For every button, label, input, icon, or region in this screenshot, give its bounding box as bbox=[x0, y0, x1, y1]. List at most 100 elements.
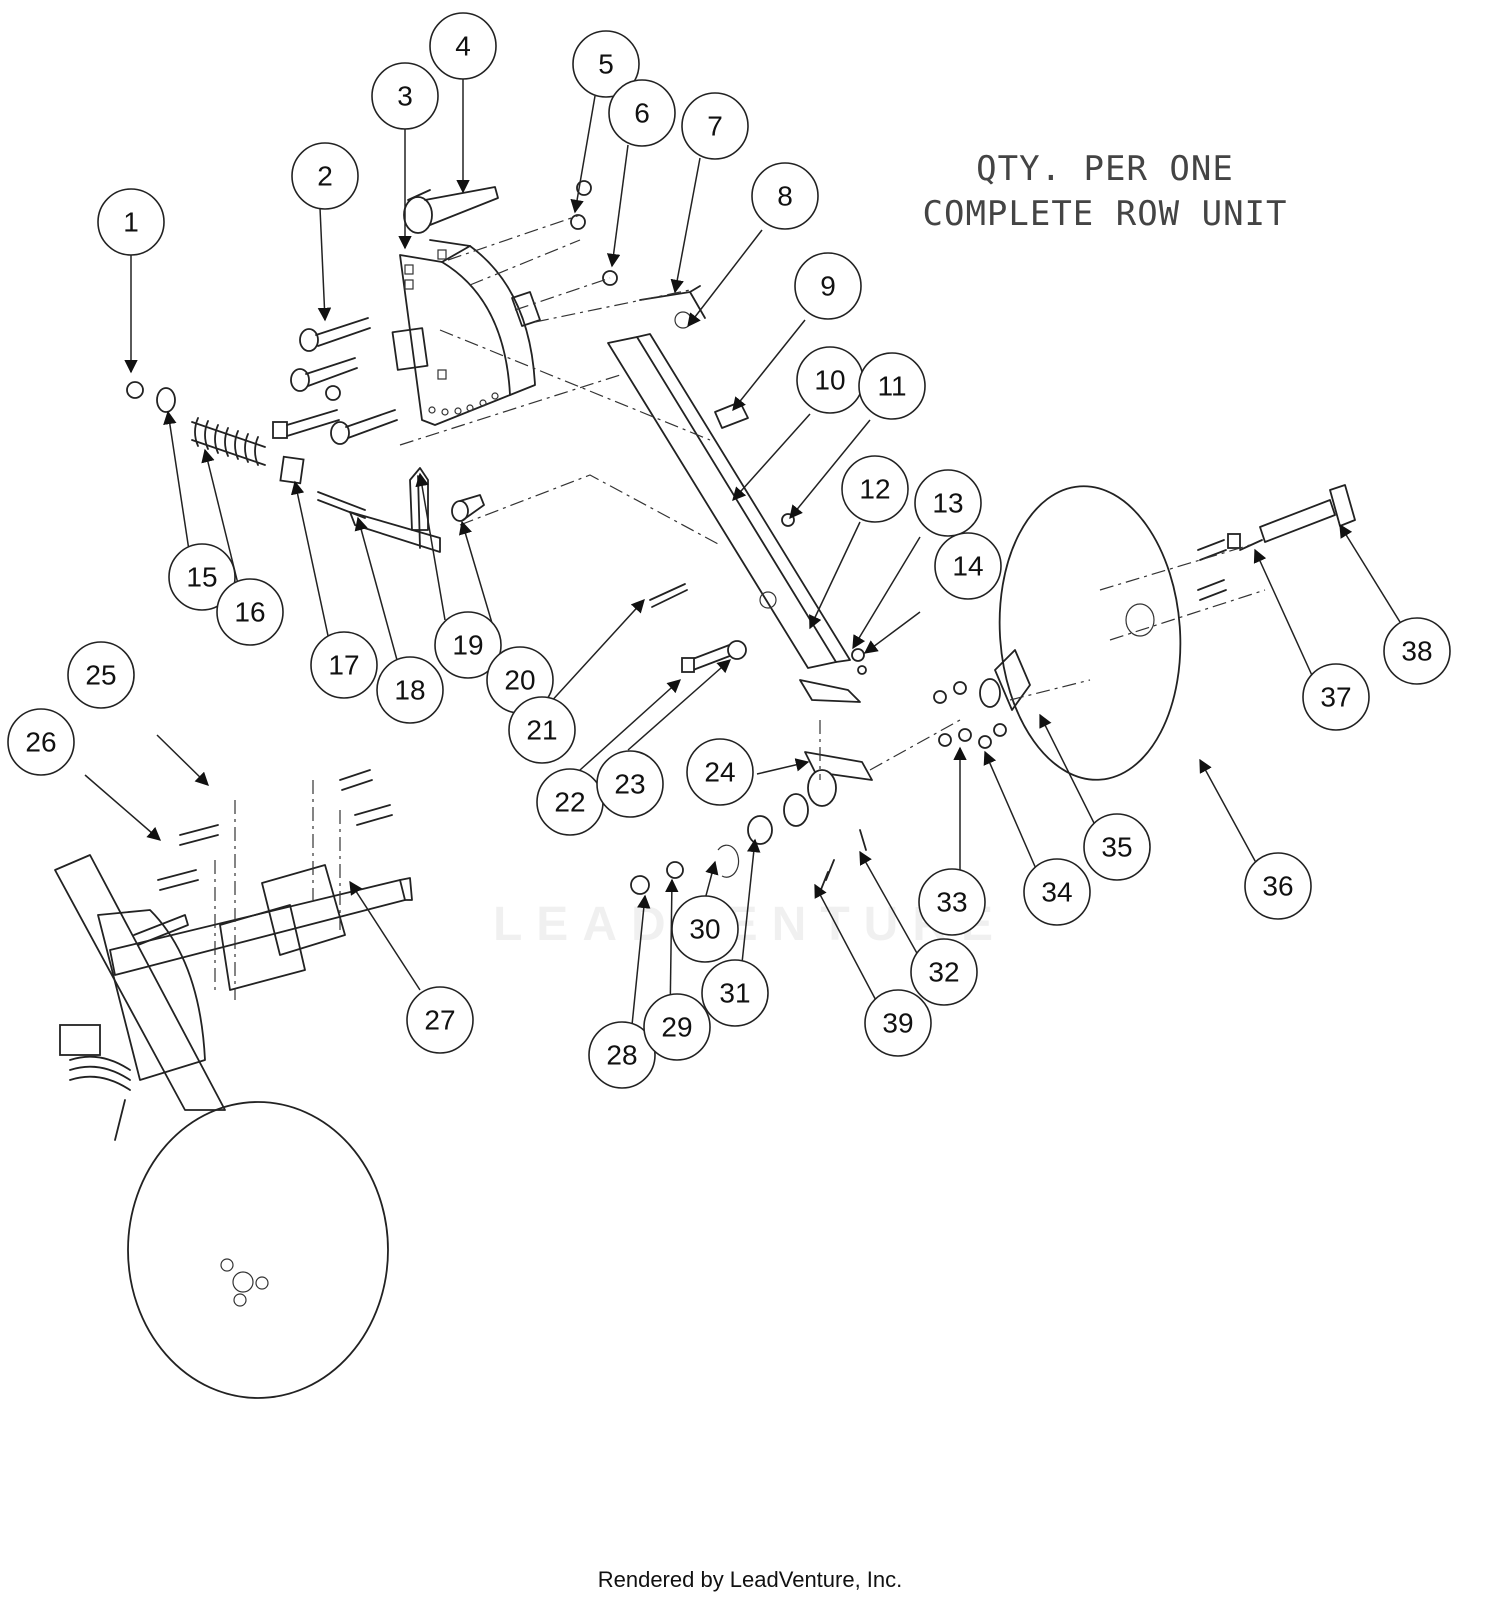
leader-lines bbox=[84, 78, 1401, 1046]
callout-28: 28 bbox=[588, 1021, 656, 1089]
callout-7: 7 bbox=[681, 92, 749, 160]
callout-12: 12 bbox=[841, 455, 909, 523]
callout-14: 14 bbox=[934, 532, 1002, 600]
callout-number: 8 bbox=[777, 181, 793, 212]
callout-9: 9 bbox=[794, 252, 862, 320]
callout-1: 1 bbox=[97, 188, 165, 256]
callout-circle bbox=[596, 750, 664, 818]
watermark: LEADVENTURE bbox=[493, 898, 1007, 951]
callout-circle bbox=[914, 469, 982, 537]
callout-number: 20 bbox=[504, 665, 535, 696]
quantity-note-line-2: COMPLETE ROW UNIT bbox=[923, 194, 1288, 234]
callout-38: 38 bbox=[1383, 617, 1451, 685]
callout-30: 30 bbox=[671, 895, 739, 963]
callout-number: 17 bbox=[328, 650, 359, 681]
callout-17: 17 bbox=[310, 631, 378, 699]
callout-number: 5 bbox=[598, 49, 614, 80]
callout-number: 4 bbox=[455, 31, 471, 62]
callout-circle bbox=[608, 79, 676, 147]
callout-circle bbox=[934, 532, 1002, 600]
callout-5: 5 bbox=[572, 30, 640, 98]
hub-bracket bbox=[630, 648, 873, 895]
shank-tube bbox=[607, 333, 861, 703]
parts-artwork bbox=[126, 180, 1356, 895]
callout-15: 15 bbox=[168, 543, 236, 611]
callout-circle bbox=[508, 696, 576, 764]
coulter-disc bbox=[998, 485, 1182, 781]
callout-22: 22 bbox=[536, 768, 604, 836]
hair-pin bbox=[639, 285, 706, 329]
callout-6: 6 bbox=[608, 79, 676, 147]
callout-number: 38 bbox=[1401, 636, 1432, 667]
callout-circle bbox=[291, 142, 359, 210]
callout-circle bbox=[1383, 617, 1451, 685]
callout-21: 21 bbox=[508, 696, 576, 764]
callout-number: 1 bbox=[123, 207, 139, 238]
callout-34: 34 bbox=[1023, 858, 1091, 926]
callout-number: 22 bbox=[554, 787, 585, 818]
callout-circle bbox=[376, 656, 444, 724]
callout-number: 19 bbox=[452, 630, 483, 661]
callout-number: 34 bbox=[1041, 877, 1072, 908]
callout-number: 28 bbox=[606, 1040, 637, 1071]
callout-11: 11 bbox=[858, 352, 926, 420]
callout-number: 37 bbox=[1320, 682, 1351, 713]
callout-number: 35 bbox=[1101, 832, 1132, 863]
callout-circle bbox=[310, 631, 378, 699]
pivot-pin bbox=[403, 186, 499, 234]
callout-19: 19 bbox=[434, 611, 502, 679]
callout-circle bbox=[429, 12, 497, 80]
callout-27: 27 bbox=[406, 986, 474, 1054]
callout-24: 24 bbox=[686, 738, 754, 806]
callout-circle bbox=[371, 62, 439, 130]
callout-10: 10 bbox=[796, 346, 864, 414]
mount-bracket bbox=[391, 239, 536, 426]
callout-4: 4 bbox=[429, 12, 497, 80]
callout-37: 37 bbox=[1302, 663, 1370, 731]
callout-circle bbox=[681, 92, 749, 160]
callout-29: 29 bbox=[643, 993, 711, 1061]
axle-bolt bbox=[1197, 484, 1356, 601]
callout-circle bbox=[434, 611, 502, 679]
callout-number: 23 bbox=[614, 769, 645, 800]
callout-35: 35 bbox=[1083, 813, 1151, 881]
callout-number: 14 bbox=[952, 551, 983, 582]
callout-circle bbox=[572, 30, 640, 98]
callout-number: 32 bbox=[928, 957, 959, 988]
callout-13: 13 bbox=[914, 469, 982, 537]
callout-circle bbox=[701, 959, 769, 1027]
callout-circle bbox=[858, 352, 926, 420]
callout-18: 18 bbox=[376, 656, 444, 724]
callout-circle bbox=[588, 1021, 656, 1089]
callout-circle bbox=[1023, 858, 1091, 926]
callout-circle bbox=[67, 641, 135, 709]
callout-number: 18 bbox=[394, 675, 425, 706]
callout-number: 2 bbox=[317, 161, 333, 192]
callout-number: 29 bbox=[661, 1012, 692, 1043]
callout-8: 8 bbox=[751, 162, 819, 230]
callout-25: 25 bbox=[67, 641, 135, 709]
callout-circle bbox=[643, 993, 711, 1061]
callout-number: 36 bbox=[1262, 871, 1293, 902]
callout-circle bbox=[794, 252, 862, 320]
quantity-note-line-1: QTY. PER ONE bbox=[976, 149, 1234, 189]
footer-credit: Rendered by LeadVenture, Inc. bbox=[598, 1567, 903, 1592]
callout-number: 33 bbox=[936, 887, 967, 918]
callout-circle bbox=[1083, 813, 1151, 881]
callout-circle bbox=[1244, 852, 1312, 920]
callout-circle bbox=[841, 455, 909, 523]
callout-circle bbox=[686, 738, 754, 806]
callout-number: 6 bbox=[634, 98, 650, 129]
callout-number: 9 bbox=[820, 271, 836, 302]
disc-hub bbox=[933, 649, 1031, 749]
callout-16: 16 bbox=[216, 578, 284, 646]
callout-circle bbox=[918, 868, 986, 936]
callout-number: 13 bbox=[932, 488, 963, 519]
assembled-row-unit bbox=[54, 769, 413, 1399]
callout-circle bbox=[216, 578, 284, 646]
callout-39: 39 bbox=[864, 989, 932, 1057]
callout-circle bbox=[406, 986, 474, 1054]
lower-coulter-disc bbox=[127, 1101, 389, 1399]
callout-number: 27 bbox=[424, 1005, 455, 1036]
